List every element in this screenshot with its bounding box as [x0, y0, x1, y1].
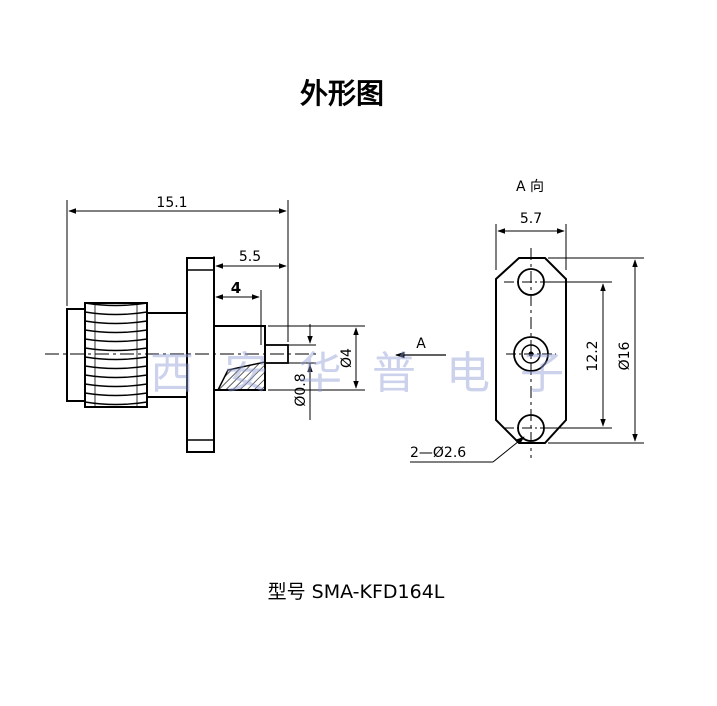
- thread-body: [66, 308, 86, 402]
- dim-width: 5.7: [520, 211, 542, 227]
- watermark: 西安华普电子: [150, 348, 594, 399]
- end-view-label: A 向: [516, 179, 544, 195]
- dim-flange-to-end: 5.5: [239, 249, 261, 265]
- model-label: 型号 SMA-KFD164L: [268, 581, 445, 603]
- dim-hole-spacing: 12.2: [585, 340, 601, 371]
- side-view: 15.1 5.5 4 Ø4 Ø0.8 A: [45, 195, 446, 453]
- dim-overall-length: 15.1: [156, 195, 187, 211]
- dim-pin-length: 4: [231, 279, 241, 297]
- thread-section: [84, 302, 148, 408]
- dim-body-diameter: Ø4: [339, 348, 355, 368]
- dim-flange-height: Ø16: [617, 341, 633, 370]
- end-view: A 向 5.7 12.2 Ø16 2—Ø2.6: [410, 179, 644, 463]
- thread-ridges: [84, 302, 148, 407]
- page-title: 外形图: [300, 77, 384, 110]
- view-arrow-label: A: [416, 336, 426, 352]
- end-flange-outline: [495, 257, 567, 444]
- dim-pin-diameter: Ø0.8: [293, 373, 309, 406]
- dim-holes: 2—Ø2.6: [410, 445, 466, 461]
